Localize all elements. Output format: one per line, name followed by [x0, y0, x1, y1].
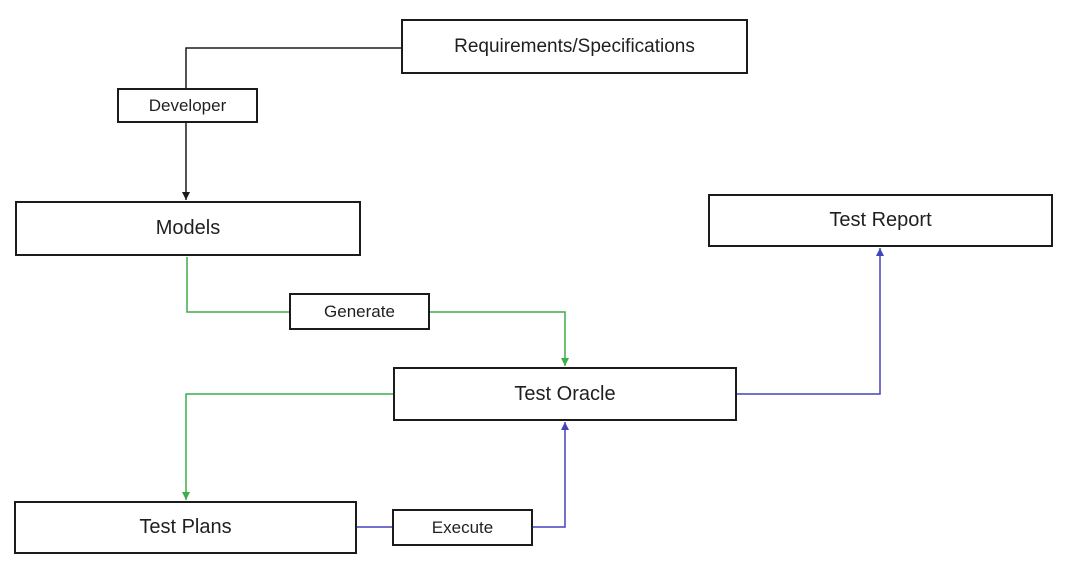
node-test-oracle: Test Oracle — [393, 367, 737, 421]
edge-test-oracle-to-test-report — [737, 248, 884, 395]
node-test-plans-label: Test Plans — [139, 516, 232, 538]
node-developer-label: Developer — [148, 95, 227, 115]
node-test-report-label: Test Report — [829, 209, 932, 231]
node-generate-label: Generate — [324, 301, 395, 321]
node-requirements-specifications: Requirements/Specifications — [401, 19, 748, 74]
node-test-oracle-label: Test Oracle — [514, 382, 616, 405]
node-requirements-label: Requirements/Specifications — [454, 35, 695, 57]
edge-test-oracle-to-test-plans — [182, 393, 393, 500]
edge-requirements-to-models — [182, 47, 401, 200]
node-developer: Developer — [117, 88, 258, 123]
node-models-label: Models — [155, 217, 221, 239]
node-test-report: Test Report — [708, 194, 1053, 247]
node-execute: Execute — [392, 509, 533, 546]
node-execute-label: Execute — [431, 517, 494, 537]
node-test-plans: Test Plans — [14, 501, 357, 554]
node-generate: Generate — [289, 293, 430, 330]
node-models: Models — [15, 201, 361, 256]
